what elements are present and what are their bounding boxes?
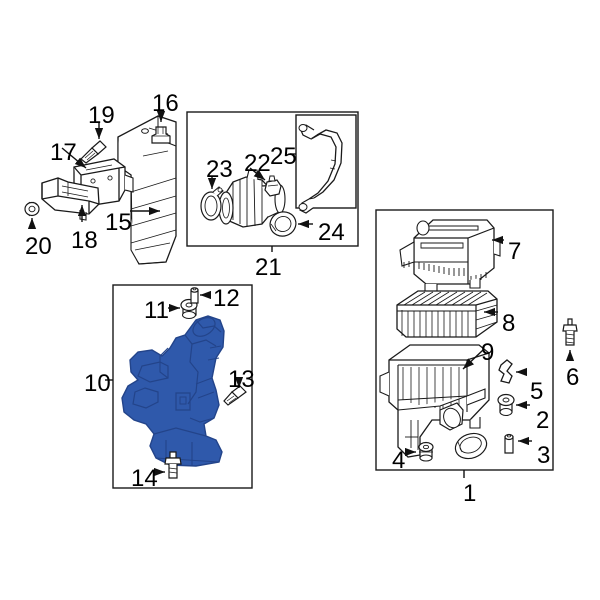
callout-4: 4 bbox=[392, 447, 406, 474]
callout-15: 15 bbox=[105, 209, 132, 236]
part-air-filter-element-8 bbox=[396, 290, 498, 338]
part-grommet-2 bbox=[497, 393, 515, 416]
callout-25: 25 bbox=[270, 143, 297, 170]
callout-7: 7 bbox=[508, 238, 522, 265]
part-nut-16 bbox=[151, 126, 171, 144]
part-bushing-4 bbox=[418, 441, 434, 462]
leader-22 bbox=[249, 167, 266, 181]
leaders-resonator bbox=[105, 290, 244, 477]
callout-8: 8 bbox=[502, 310, 516, 337]
callout-20: 20 bbox=[25, 233, 52, 260]
part-bolt-13 bbox=[223, 385, 247, 406]
callout-9: 9 bbox=[481, 339, 495, 366]
leaders-hose bbox=[207, 153, 313, 252]
leader-9 bbox=[462, 349, 484, 370]
box-resonator bbox=[112, 284, 253, 489]
callout-6: 6 bbox=[566, 364, 580, 391]
part-sensor-22 bbox=[264, 175, 282, 197]
callout-13: 13 bbox=[228, 366, 255, 393]
part-bolt-6 bbox=[562, 318, 578, 346]
part-bolt-19 bbox=[80, 140, 107, 164]
callout-16: 16 bbox=[152, 90, 179, 117]
callout-19: 19 bbox=[88, 102, 115, 129]
callout-5: 5 bbox=[530, 378, 544, 405]
callout-18: 18 bbox=[71, 227, 98, 254]
box-pcv-hose bbox=[295, 114, 357, 209]
callout-14: 14 bbox=[131, 465, 158, 492]
part-air-cleaner-body-9 bbox=[379, 344, 490, 458]
leaders-aircleaner bbox=[404, 235, 575, 478]
part-plug-3 bbox=[504, 433, 514, 454]
callout-1: 1 bbox=[463, 480, 477, 507]
callout-22: 22 bbox=[244, 150, 271, 177]
leader-17 bbox=[61, 147, 87, 169]
part-air-cleaner-cover-7 bbox=[399, 219, 501, 292]
callout-21: 21 bbox=[255, 254, 282, 281]
callout-17: 17 bbox=[50, 139, 77, 166]
part-stud-12 bbox=[190, 287, 199, 304]
callout-12: 12 bbox=[213, 285, 240, 312]
leaders-topleft bbox=[27, 110, 166, 230]
callout-23: 23 bbox=[206, 156, 233, 183]
part-clip-5 bbox=[498, 359, 513, 384]
part-clamp-23 bbox=[200, 186, 224, 221]
part-resonator-10[interactable] bbox=[121, 314, 225, 467]
part-nut-small-20 bbox=[24, 201, 40, 217]
callout-24: 24 bbox=[318, 219, 345, 246]
part-pcv-hose-25 bbox=[298, 124, 343, 214]
callout-11: 11 bbox=[144, 297, 169, 324]
callout-3: 3 bbox=[537, 442, 551, 469]
part-cap-lower bbox=[454, 432, 488, 460]
callout-10: 10 bbox=[84, 370, 111, 397]
part-cap-24 bbox=[269, 211, 297, 237]
callout-2: 2 bbox=[536, 407, 550, 434]
part-bolt-14 bbox=[164, 451, 182, 479]
